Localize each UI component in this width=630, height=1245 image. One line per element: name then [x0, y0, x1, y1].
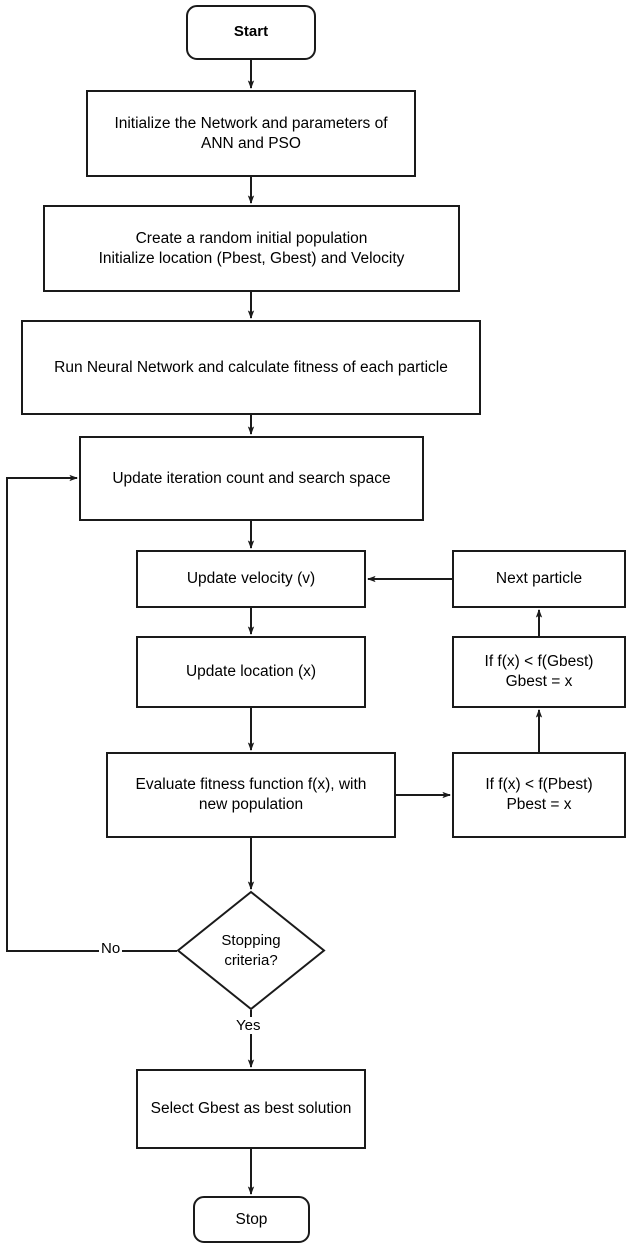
- node-update-iteration-count[interactable]: Update iteration count and search space: [79, 436, 424, 521]
- node-initialize-network[interactable]: Initialize the Network and parameters of…: [86, 90, 416, 177]
- edge-label-no: No: [99, 940, 123, 957]
- node-stop[interactable]: Stop: [193, 1196, 310, 1243]
- node-update-location[interactable]: Update location (x): [136, 636, 366, 708]
- node-select-gbest-best-solution[interactable]: Select Gbest as best solution: [136, 1069, 366, 1149]
- node-evaluate-fitness-function[interactable]: Evaluate fitness function f(x), with new…: [106, 752, 396, 838]
- node-stopping-criteria[interactable]: Stopping criteria?: [176, 890, 326, 1011]
- edge-label-yes: Yes: [234, 1017, 263, 1034]
- node-run-neural-network[interactable]: Run Neural Network and calculate fitness…: [21, 320, 481, 415]
- node-next-particle[interactable]: Next particle: [452, 550, 626, 608]
- node-create-random-population[interactable]: Create a random initial population Initi…: [43, 205, 460, 292]
- node-start[interactable]: Start: [186, 5, 316, 60]
- node-check-gbest[interactable]: If f(x) < f(Gbest) Gbest = x: [452, 636, 626, 708]
- edge-stopping-no-to-update-iter: [6, 474, 177, 952]
- diamond-shape: [176, 890, 326, 1011]
- stopping-criteria-label: Stopping criteria?: [221, 932, 281, 969]
- node-check-pbest[interactable]: If f(x) < f(Pbest) Pbest = x: [452, 752, 626, 838]
- node-update-velocity[interactable]: Update velocity (v): [136, 550, 366, 608]
